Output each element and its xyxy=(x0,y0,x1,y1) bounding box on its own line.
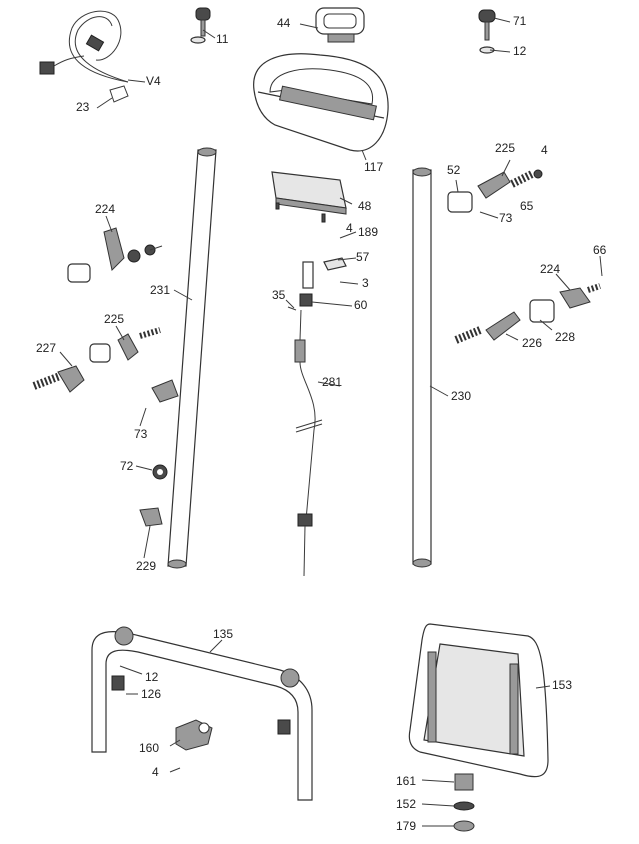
label-part-23: 23 xyxy=(76,100,90,114)
leader-lines xyxy=(59,17,603,827)
label-part-12-base: 12 xyxy=(145,670,159,684)
clip-57 xyxy=(323,257,347,271)
label-part-44: 44 xyxy=(277,16,291,30)
label-part-11: 11 xyxy=(216,32,229,46)
label-part-3: 3 xyxy=(362,276,369,290)
label-part-225-right: 225 xyxy=(495,141,516,155)
label-part-281: 281 xyxy=(322,375,343,389)
label-part-v4: V4 xyxy=(146,74,161,88)
label-part-72: 72 xyxy=(120,459,134,473)
cable-281 xyxy=(287,261,323,577)
clip-229 xyxy=(139,507,163,527)
label-part-224-left: 224 xyxy=(95,202,116,216)
cam-assembly-52 xyxy=(447,169,543,213)
label-part-126: 126 xyxy=(141,687,162,701)
label-part-231: 231 xyxy=(150,283,171,297)
label-part-160: 160 xyxy=(139,741,160,755)
label-part-12-top: 12 xyxy=(513,44,527,58)
label-part-60: 60 xyxy=(354,298,368,312)
label-part-226: 226 xyxy=(522,336,543,350)
label-part-161: 161 xyxy=(396,774,417,788)
label-part-4-center: 4 xyxy=(346,221,353,235)
ring-72 xyxy=(152,464,168,480)
label-part-152: 152 xyxy=(396,797,417,811)
label-part-52: 52 xyxy=(447,163,461,177)
label-part-229: 229 xyxy=(136,559,157,573)
tube-230 xyxy=(412,167,432,568)
label-part-48: 48 xyxy=(358,199,372,213)
label-part-228: 228 xyxy=(555,330,576,344)
cable-harness-v4 xyxy=(39,10,129,103)
label-part-4-base: 4 xyxy=(152,765,159,779)
base-frame-135 xyxy=(91,626,313,801)
stand-153 xyxy=(408,623,549,778)
label-part-35: 35 xyxy=(272,288,286,302)
washer-stack-161 xyxy=(453,773,475,832)
label-part-230: 230 xyxy=(451,389,472,403)
clip-73 xyxy=(151,379,179,403)
cam-assembly-228 xyxy=(454,283,601,344)
label-part-117: 117 xyxy=(364,160,384,174)
label-part-73-right: 73 xyxy=(499,211,513,225)
label-part-189: 189 xyxy=(358,225,379,239)
label-part-179: 179 xyxy=(396,819,417,833)
label-part-135: 135 xyxy=(213,627,234,641)
label-part-66: 66 xyxy=(593,243,607,257)
label-part-224-right: 224 xyxy=(540,262,561,276)
clip-44 xyxy=(315,7,365,43)
label-part-225-left: 225 xyxy=(104,312,125,326)
cam-assembly-224 xyxy=(67,227,163,283)
knob-11 xyxy=(190,7,211,44)
label-part-71: 71 xyxy=(513,14,527,28)
bracket-48 xyxy=(271,171,347,223)
handle-117 xyxy=(253,53,389,152)
label-part-57: 57 xyxy=(356,250,370,264)
label-part-73-left: 73 xyxy=(134,427,148,441)
tube-231 xyxy=(167,147,217,569)
cam-assembly-225 xyxy=(32,327,161,393)
label-part-4-right: 4 xyxy=(541,143,548,157)
label-part-227: 227 xyxy=(36,341,57,355)
knob-71 xyxy=(478,9,496,54)
bracket-160 xyxy=(175,719,213,751)
label-part-153: 153 xyxy=(552,678,573,692)
label-part-65: 65 xyxy=(520,199,534,213)
